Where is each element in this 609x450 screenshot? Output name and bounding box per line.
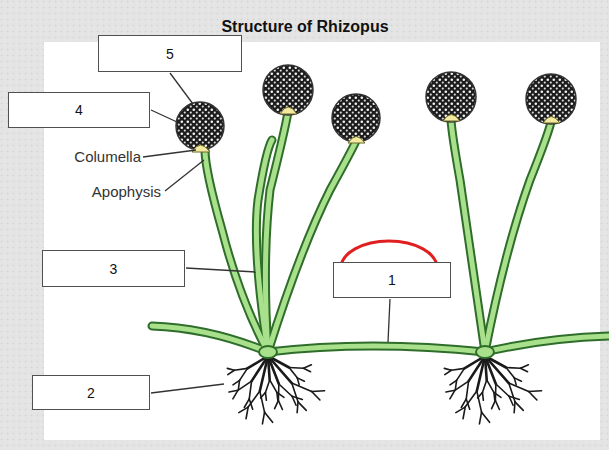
callout-box: 1 — [333, 262, 451, 298]
sporangia — [176, 65, 576, 150]
rhizoids — [227, 356, 541, 424]
callout-box: 4 — [8, 92, 150, 128]
columella — [192, 107, 560, 152]
callout-number: 4 — [75, 102, 83, 118]
node-swelling — [476, 346, 494, 358]
callout-number: 5 — [166, 46, 174, 62]
diagram-title: Structure of Rhizopus — [221, 18, 388, 36]
part-label: Columella — [74, 148, 141, 165]
callout-box: 5 — [98, 35, 242, 72]
part-label: Apophysis — [92, 183, 161, 200]
hyphae-outline — [152, 112, 609, 352]
callout-box: 2 — [32, 375, 150, 410]
callout-number: 2 — [87, 385, 95, 401]
hyphae-fill — [152, 112, 609, 352]
callout-box: 3 — [42, 250, 185, 287]
leader-lines — [143, 73, 390, 393]
callout-number: 3 — [110, 261, 118, 277]
callout-number: 1 — [388, 272, 396, 288]
node-swelling — [259, 346, 277, 358]
